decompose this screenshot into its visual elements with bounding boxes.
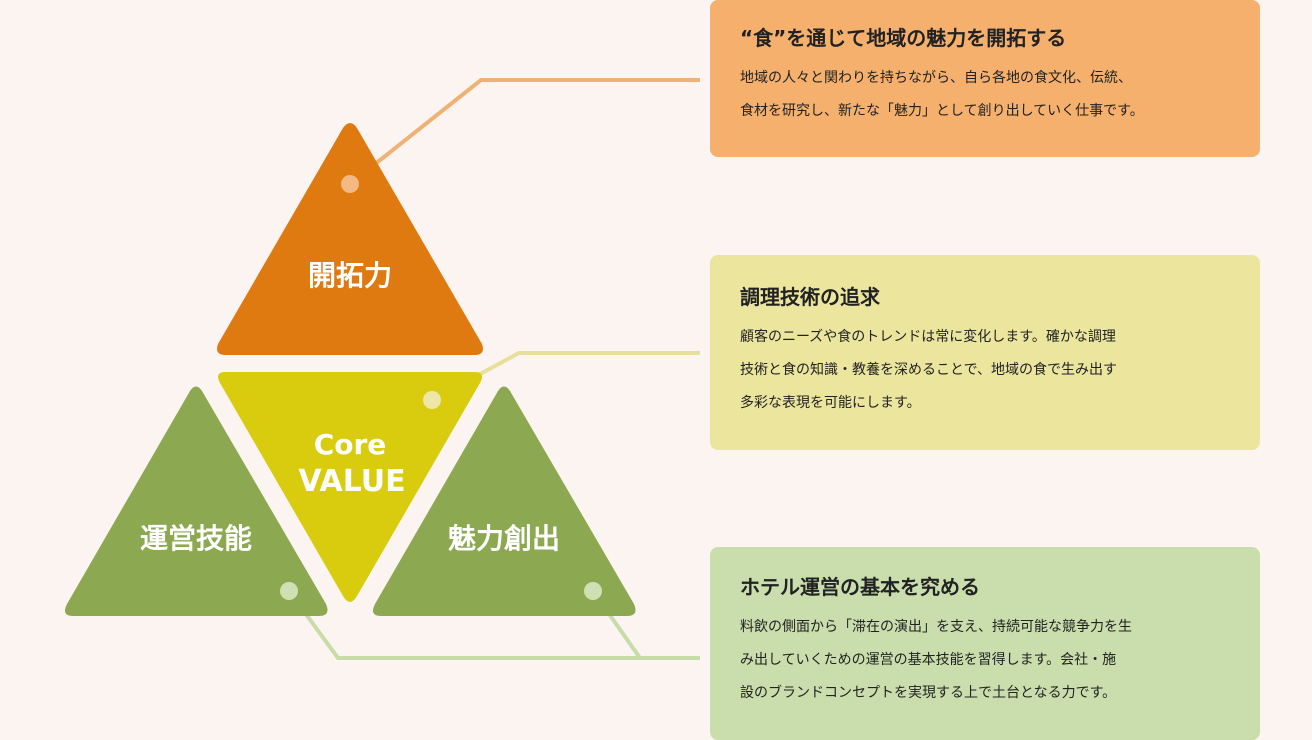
card-unei-title: ホテル運営の基本を究める: [740, 575, 980, 599]
kaitaku-triangle: [217, 123, 483, 355]
card-kaitaku-body: 地域の人々と関わりを持ちながら、自ら各地の食文化、伝統、 食材を研究し、新たな「…: [740, 70, 1144, 119]
connector-dot-kaitaku: [341, 175, 359, 193]
card-core: 調理技術の追求 顧客のニーズや食のトレンドは常に変化します。確かな調理 技術と食…: [710, 255, 1260, 450]
connector-dot-core: [423, 391, 441, 409]
core-label-line2: VALUE: [298, 464, 405, 499]
card-unei: ホテル運営の基本を究める 料飲の側面から「滞在の演出」を支え、持続可能な競争力を…: [710, 547, 1260, 740]
card-core-title: 調理技術の追求: [740, 285, 880, 309]
connector-line-kaitaku: [348, 78, 700, 186]
unei-triangle: [65, 386, 328, 616]
card-kaitaku-title: “食”を通じて地域の魅力を開拓する: [740, 26, 1067, 50]
card-unei-body: 料飲の側面から「滞在の演出」を支え、持続可能な競争力を生 み出していくための運営…: [740, 619, 1132, 701]
kaitaku-label: 開拓力: [308, 259, 392, 292]
core-label-line1: Core: [314, 428, 387, 461]
miryoku-triangle: [373, 386, 636, 616]
card-kaitaku: “食”を通じて地域の魅力を開拓する 地域の人々と関わりを持ちながら、自ら各地の食…: [710, 0, 1260, 157]
connector-dot-miryoku: [584, 582, 602, 600]
miryoku-label: 魅力創出: [448, 522, 560, 555]
unei-label: 運営技能: [140, 522, 252, 555]
connector-dot-unei: [280, 582, 298, 600]
card-core-body: 顧客のニーズや食のトレンドは常に変化します。確かな調理 技術と食の知識・教養を深…: [740, 329, 1118, 411]
core-value-triangle: [218, 372, 482, 602]
